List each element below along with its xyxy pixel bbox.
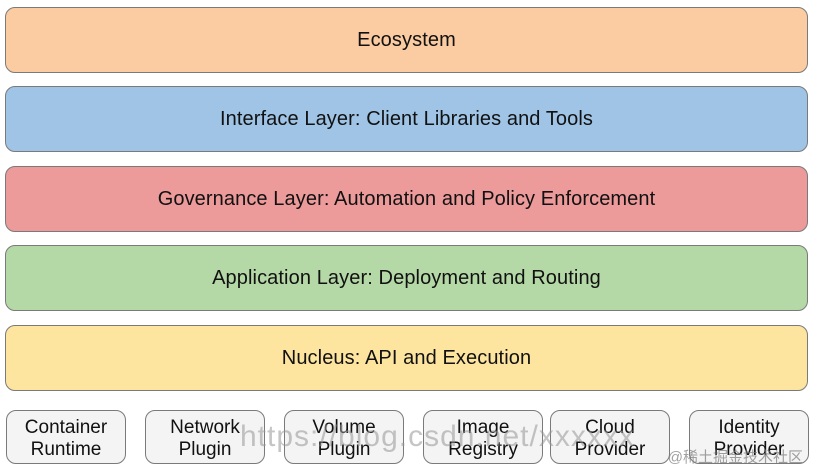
image-registry-box: Image Registry [423,410,543,464]
layer-label: Ecosystem [357,28,456,51]
cloud-provider-box: Cloud Provider [550,410,670,464]
layer-label: Governance Layer: Automation and Policy … [157,187,656,210]
plugin-label: Image Registry [448,417,518,460]
nucleus-layer: Nucleus: API and Execution [5,325,808,391]
plugin-label: Identity Provider [713,417,785,460]
plugin-label: Volume Plugin [312,417,376,460]
layer-label: Application Layer: Deployment and Routin… [212,266,601,289]
plugin-label: Network Plugin [170,417,240,460]
network-plugin-box: Network Plugin [145,410,265,464]
interface-layer: Interface Layer: Client Libraries and To… [5,86,808,152]
identity-provider-box: Identity Provider [689,410,809,464]
plugin-label: Cloud Provider [574,417,646,460]
governance-layer: Governance Layer: Automation and Policy … [5,166,808,232]
application-layer: Application Layer: Deployment and Routin… [5,245,808,311]
ecosystem-layer: Ecosystem [5,7,808,73]
plugin-label: Container Runtime [24,417,108,460]
layer-label: Nucleus: API and Execution [281,346,532,369]
volume-plugin-box: Volume Plugin [284,410,404,464]
layer-label: Interface Layer: Client Libraries and To… [219,107,594,130]
container-runtime-box: Container Runtime [6,410,126,464]
